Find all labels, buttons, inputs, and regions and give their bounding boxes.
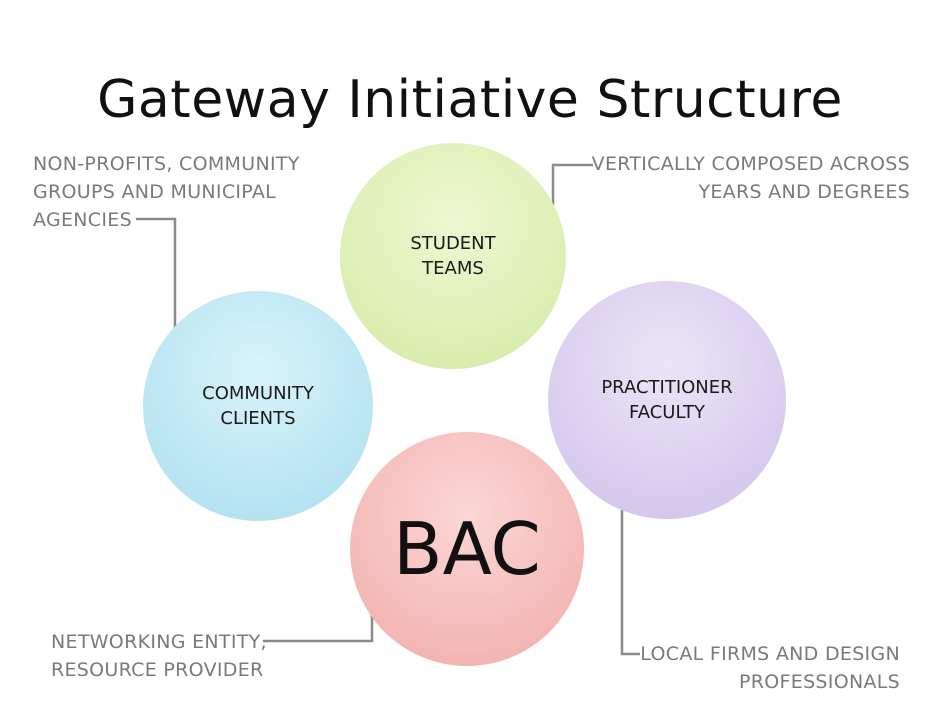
node-practitioner-faculty: PRACTITIONER FACULTY bbox=[548, 281, 786, 519]
node-practitioner-faculty-label: PRACTITIONER FACULTY bbox=[601, 377, 733, 423]
diagram-title: Gateway Initiative Structure bbox=[97, 70, 843, 130]
connector-faculty bbox=[620, 500, 640, 656]
connector-bac bbox=[263, 608, 374, 643]
node-student-teams-label: STUDENT TEAMS bbox=[410, 233, 496, 279]
note-bac: NETWORKING ENTITY, RESOURCE PROVIDER bbox=[51, 631, 267, 681]
node-bac: BAC bbox=[350, 432, 584, 666]
note-community-clients: NON-PROFITS, COMMUNITY GROUPS AND MUNICI… bbox=[33, 153, 300, 231]
note-practitioner-faculty: LOCAL FIRMS AND DESIGN PROFESSIONALS bbox=[640, 643, 900, 693]
connector-clients bbox=[136, 217, 177, 330]
node-community-clients: COMMUNITY CLIENTS bbox=[143, 291, 373, 521]
node-student-teams: STUDENT TEAMS bbox=[340, 143, 566, 369]
node-community-clients-label: COMMUNITY CLIENTS bbox=[202, 383, 314, 429]
node-bac-label: BAC bbox=[393, 507, 541, 591]
note-student-teams: VERTICALLY COMPOSED ACROSS YEARS AND DEG… bbox=[591, 153, 910, 203]
connector-students bbox=[551, 163, 593, 210]
